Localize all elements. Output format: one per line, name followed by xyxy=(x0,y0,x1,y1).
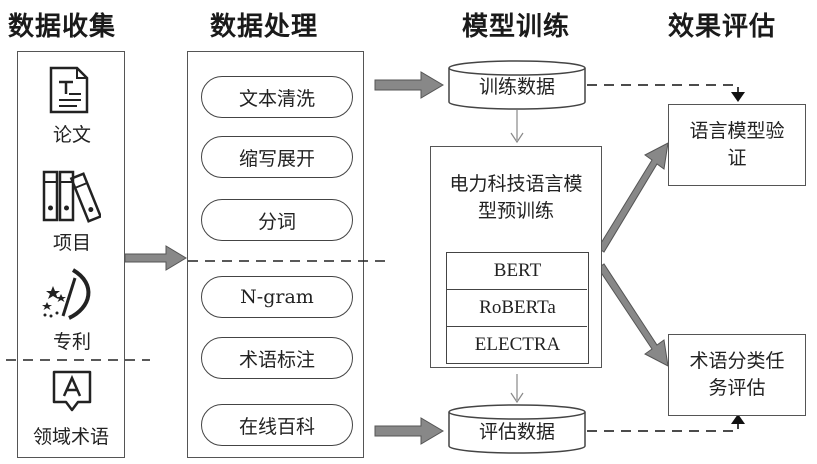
train-data-cylinder xyxy=(448,60,586,110)
model-electra: ELECTRA xyxy=(474,334,561,355)
term-task-label: 术语分类任务评估 xyxy=(689,350,785,399)
data-processing-panel xyxy=(187,51,364,458)
step-ngram: N-gram xyxy=(201,276,353,318)
header-data-processing: 数据处理 xyxy=(210,12,319,42)
source-label-terminology: 领域术语 xyxy=(32,426,109,448)
dash-arrow-head-top xyxy=(731,92,745,102)
header-data-collection: 数据收集 xyxy=(8,12,117,42)
arrow-collect-to-process xyxy=(124,245,187,271)
model-bert: BERT xyxy=(493,260,542,281)
model-roberta: RoBERTa xyxy=(479,297,556,318)
train-data-label: 训练数据 xyxy=(478,76,555,98)
model-list xyxy=(446,252,589,364)
arrow-to-train-data xyxy=(374,71,444,99)
arrow-to-lm-validation xyxy=(597,142,669,253)
lm-validation-box: 语言模型验证 xyxy=(668,104,806,186)
document-icon xyxy=(49,66,89,114)
eval-data-label: 评估数据 xyxy=(478,421,555,443)
patent-icon xyxy=(42,268,91,320)
term-task-box: 术语分类任务评估 xyxy=(668,334,806,416)
source-label-paper: 论文 xyxy=(52,124,91,146)
terminology-icon xyxy=(52,370,92,412)
step-term-annotation: 术语标注 xyxy=(201,337,353,379)
source-label-patent: 专利 xyxy=(52,331,91,353)
step-text-cleaning: 文本清洗 xyxy=(201,76,353,118)
binders-icon xyxy=(42,170,101,223)
pretrain-title: 电力科技语言模型预训练 xyxy=(449,173,583,222)
header-model-training: 模型训练 xyxy=(462,12,571,42)
header-effect-evaluation: 效果评估 xyxy=(668,12,777,42)
arrow-to-eval-data xyxy=(374,417,444,445)
step-abbreviation-expansion: 缩写展开 xyxy=(201,136,353,178)
model-divider-1 xyxy=(447,289,587,290)
lm-validation-label: 语言模型验证 xyxy=(689,120,785,169)
step-word-segmentation: 分词 xyxy=(201,199,353,241)
dash-arrow-head-bottom xyxy=(731,414,745,424)
eval-data-cylinder xyxy=(448,404,586,454)
arrow-train-data-to-pretrain xyxy=(510,110,524,144)
model-divider-2 xyxy=(447,326,587,327)
arrow-pretrain-to-eval-data xyxy=(510,374,524,404)
step-online-encyclopedia: 在线百科 xyxy=(201,404,353,446)
source-label-project: 项目 xyxy=(52,232,91,254)
arrow-to-term-task xyxy=(597,263,669,367)
